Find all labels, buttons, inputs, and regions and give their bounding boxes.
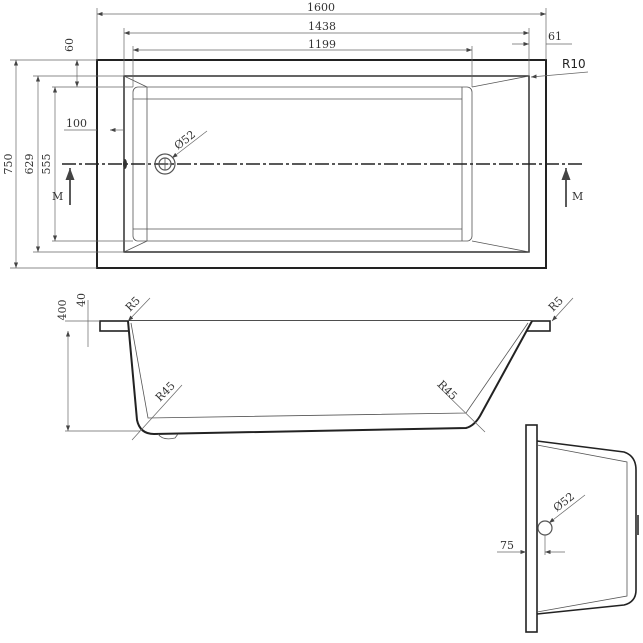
dim-length-overall: 1600 <box>307 1 335 14</box>
end-dim-drain-diameter: Ø52 <box>551 490 577 514</box>
dim-top-radius-right: R5 <box>546 294 566 314</box>
dim-drain-diameter: Ø52 <box>172 128 198 152</box>
dim-top-radius-left: R5 <box>123 294 143 314</box>
dim-width-overall: 750 <box>2 154 15 175</box>
dim-rim-offset-top: 60 <box>63 38 76 52</box>
dim-rim-thickness: 40 <box>75 293 88 307</box>
dim-corner-radius: R10 <box>562 57 586 71</box>
dim-width-bottom: 555 <box>40 154 53 175</box>
side-view: 400 40 R5 R5 R45 R45 <box>56 293 574 441</box>
bath-profile <box>127 320 533 436</box>
top-view: 1600 1438 1199 61 60 750 629 555 100 Ø52… <box>2 1 589 269</box>
section-label-left: M <box>52 190 63 203</box>
end-drain-icon <box>537 520 553 536</box>
dim-width-inner: 629 <box>23 154 36 175</box>
dim-length-inner-rim: 1438 <box>308 20 336 33</box>
dim-length-bottom: 1199 <box>308 38 336 51</box>
end-view: Ø52 75 <box>497 424 639 633</box>
end-dim-drain-offset: 75 <box>500 539 514 552</box>
dim-drain-offset: 100 <box>66 117 87 130</box>
section-label-right: M <box>572 190 583 203</box>
end-rim-profile <box>525 424 538 633</box>
dim-rim-offset-right: 61 <box>548 30 562 43</box>
drain-icon <box>154 153 176 175</box>
dim-height: 400 <box>56 300 69 321</box>
